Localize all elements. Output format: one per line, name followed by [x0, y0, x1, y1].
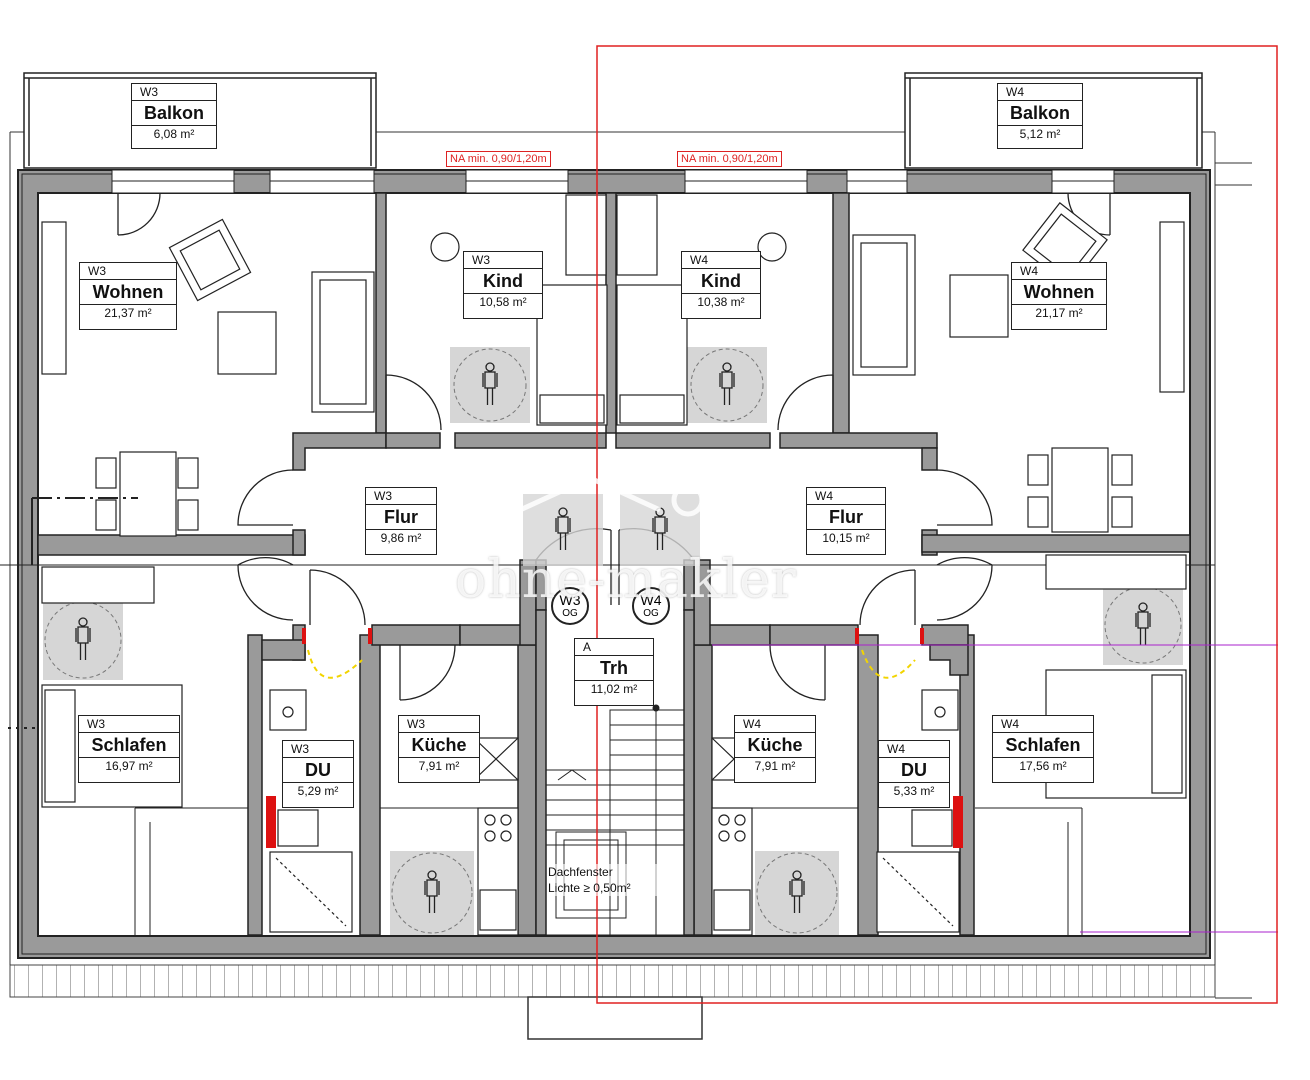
watermark-text: ohne-makler: [455, 550, 797, 610]
interior-walls: [37, 192, 1191, 936]
room-label-w4-schlafen: W4 Schlafen 17,56 m²: [992, 715, 1094, 783]
escape-note-w3: NA min. 0,90/1,20m: [446, 151, 551, 167]
highlight-frame: [596, 45, 1278, 1004]
room-label-w3-schlafen: W3 Schlafen 16,97 m²: [78, 715, 180, 783]
guide-lines: [712, 644, 1278, 933]
red-markers: [266, 628, 963, 848]
room-label-w3-wohnen: W3 Wohnen 21,37 m²: [79, 262, 177, 330]
room-label-w3-flur: W3 Flur 9,86 m²: [365, 487, 437, 555]
skylight-note-line2: Lichte ≥ 0,50m²: [548, 881, 631, 895]
wall-linework: [0, 192, 1215, 937]
escape-note-w4: NA min. 0,90/1,20m: [677, 151, 782, 167]
room-label-w3-kueche: W3 Küche 7,91 m²: [398, 715, 480, 783]
roof-eaves: [9, 964, 1216, 1040]
room-label-a-trh: A Trh 11,02 m²: [574, 638, 654, 706]
og-marker-w3: W3 OG: [551, 587, 589, 625]
skylight-note: Dachfenster Lichte ≥ 0,50m²: [548, 864, 658, 896]
room-label-w3-balkon: W3 Balkon 6,08 m²: [131, 83, 217, 149]
axis-line: [8, 497, 138, 729]
room-label-w4-balkon: W4 Balkon 5,12 m²: [997, 83, 1083, 149]
skylight-note-line1: Dachfenster: [548, 865, 613, 879]
windows-top: [111, 169, 1115, 194]
door-swing-accents: [307, 649, 916, 679]
watermark-house-icon: [518, 475, 733, 517]
staircase: [545, 704, 685, 936]
room-label-w4-kind: W4 Kind 10,38 m²: [681, 251, 761, 319]
room-label-w3-kind: W3 Kind 10,58 m²: [463, 251, 543, 319]
room-label-w3-du: W3 DU 5,29 m²: [282, 740, 354, 808]
room-label-w4-flur: W4 Flur 10,15 m²: [806, 487, 886, 555]
og-marker-w4: W4 OG: [632, 587, 670, 625]
room-label-w4-du: W4 DU 5,33 m²: [878, 740, 950, 808]
room-label-w4-kueche: W4 Küche 7,91 m²: [734, 715, 816, 783]
turning-circles: [43, 347, 1183, 935]
room-label-w4-wohnen: W4 Wohnen 21,17 m²: [1011, 262, 1107, 330]
